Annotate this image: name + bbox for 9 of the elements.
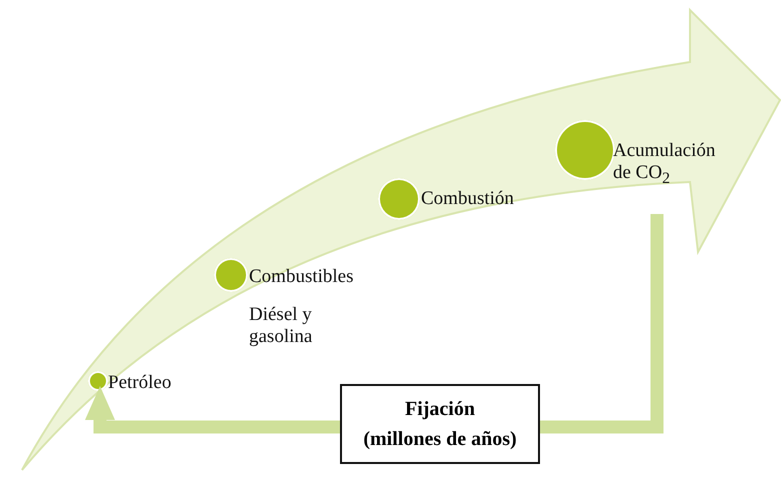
process-box — [340, 384, 540, 464]
box-text: Fijación — [405, 397, 475, 422]
box-text: (millones de años) — [363, 427, 517, 452]
step-label: Petróleo — [108, 372, 172, 394]
step-label: Combustión — [421, 188, 515, 210]
step-label: Combustibles — [249, 266, 355, 288]
step-label: Acumulación de CO$_{2}$ — [613, 140, 716, 189]
step-label: Diésel y gasolina — [249, 304, 314, 348]
return-arrow — [85, 386, 340, 434]
